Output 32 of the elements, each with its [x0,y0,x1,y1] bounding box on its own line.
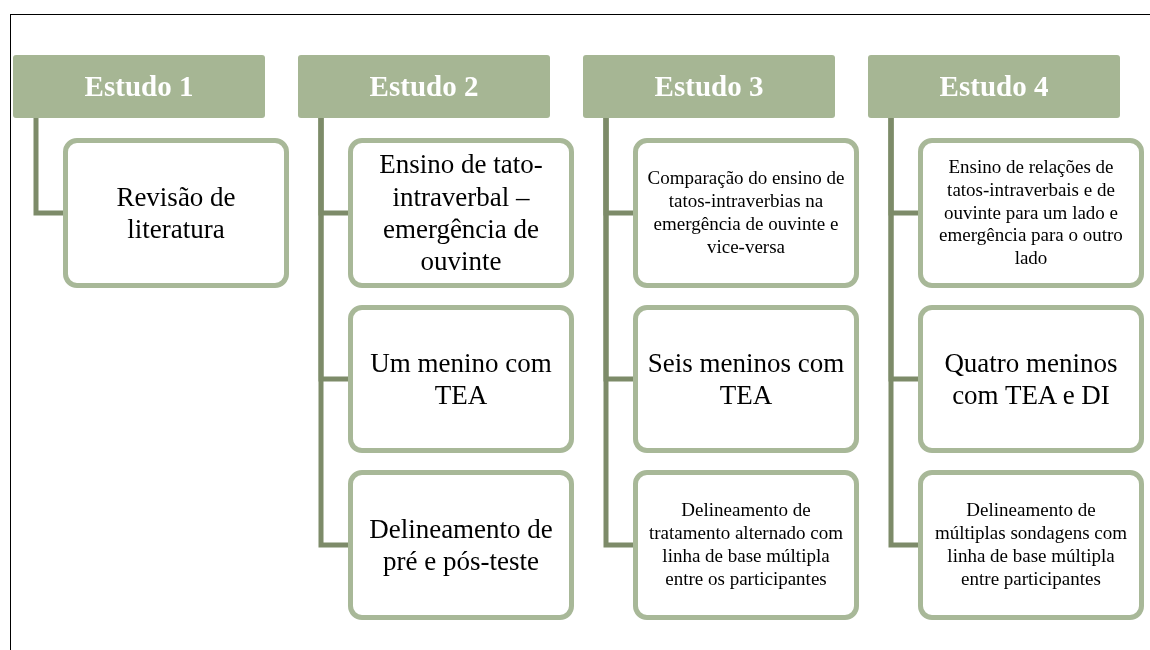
box-text: Ensino de relações de tatos-intraverbais e de ouvinte para um lado e emergência para o outro lado [938,156,1124,270]
box-text: Comparação do ensino de tatos-intraverbias na emergência de ouvinte e vice-versa [646,167,846,259]
connector-line [603,118,633,548]
connector-line [33,118,63,216]
content-box [633,305,859,453]
content-box [918,138,1144,288]
box-text: Seis meninos com TEA [646,346,846,412]
study-header [13,55,265,118]
content-box [348,138,574,288]
header-title: Estudo 4 [939,69,1049,105]
connector-line [888,118,918,548]
content-box [633,138,859,288]
header-title: Estudo 2 [369,69,479,105]
study-header [298,55,550,118]
box-text: Um menino com TEA [369,346,553,412]
content-box [348,305,574,453]
content-box [348,470,574,620]
box-text: Revisão de literatura [115,180,237,246]
header-title: Estudo 1 [84,69,194,105]
content-box [633,470,859,620]
box-text: Delineamento de pré e pós-teste [368,512,554,578]
study-header [868,55,1120,118]
box-text: Delineamento de tratamento alternado com linha de base múltipla entre os participantes [647,499,845,591]
content-box [63,138,289,288]
header-title: Estudo 3 [654,69,764,105]
study-header [583,55,835,118]
box-text: Quatro meninos com TEA e DI [943,346,1119,412]
box-text: Delineamento de múltiplas sondagens com linha de base múltipla entre participantes [933,499,1129,591]
content-box [918,470,1144,620]
connector-line [318,118,348,548]
box-text: Ensino de tato-intraverbal – emergência de ouvinte [378,148,544,278]
content-box [918,305,1144,453]
